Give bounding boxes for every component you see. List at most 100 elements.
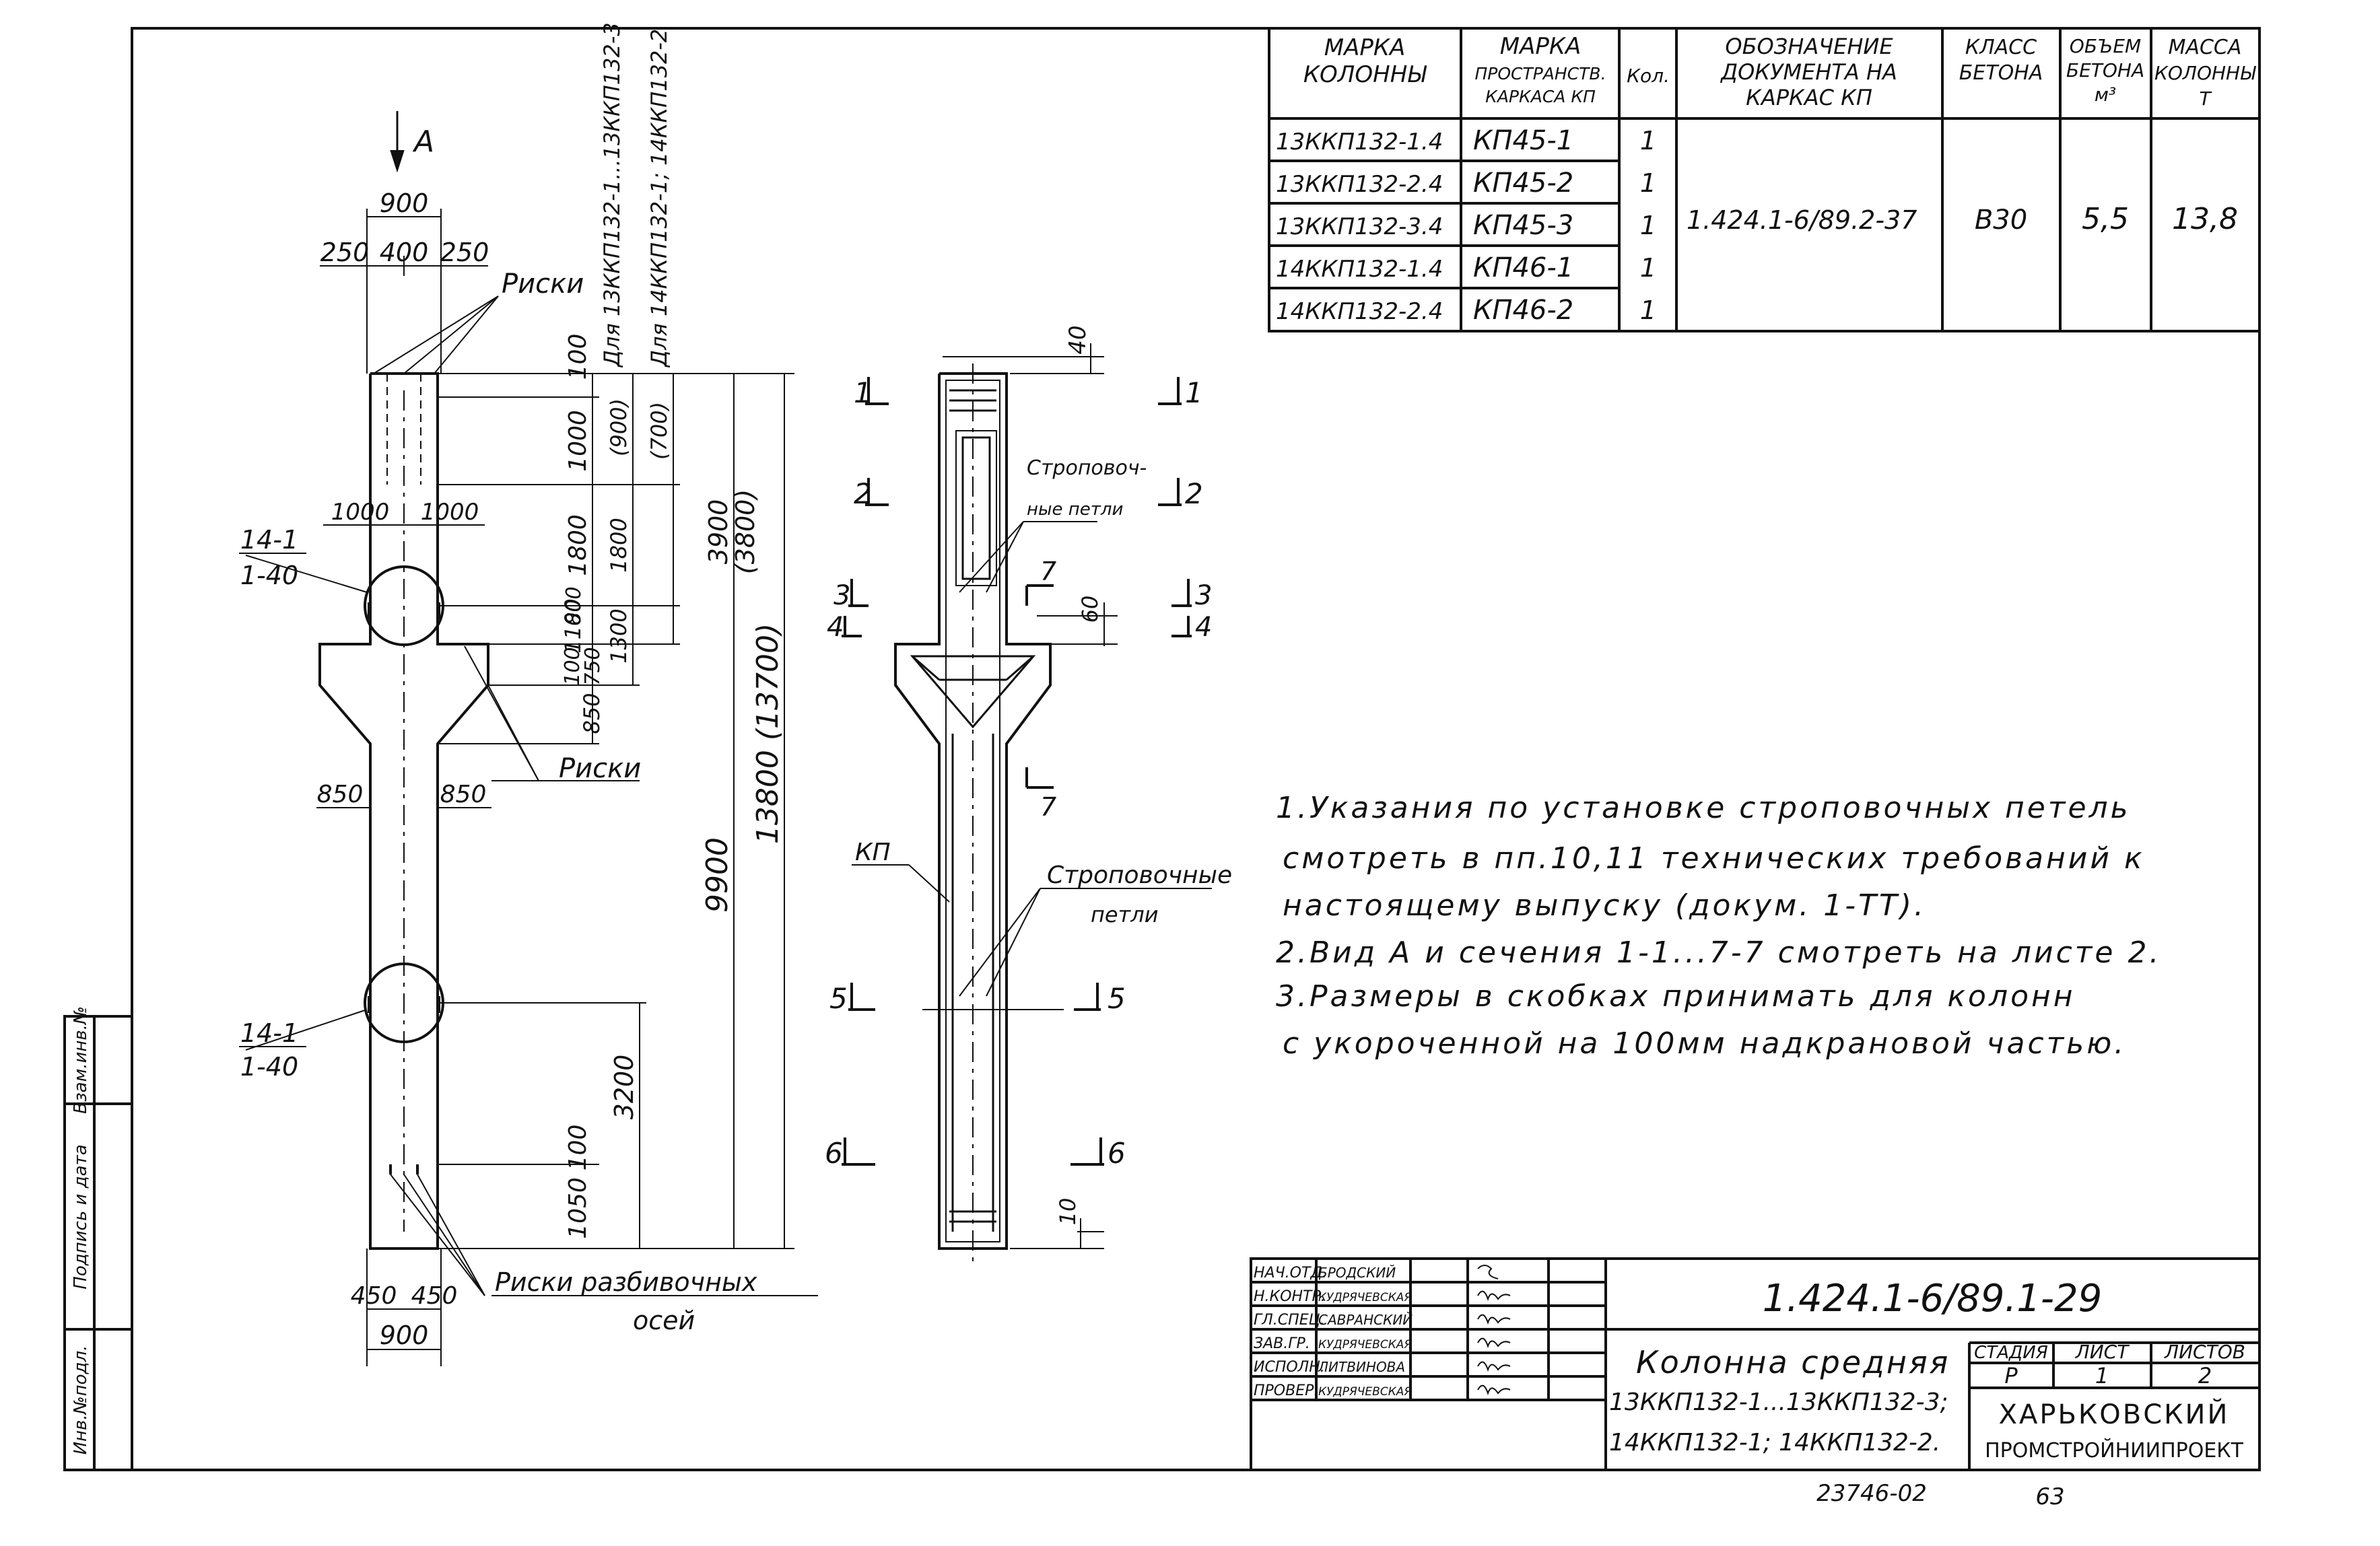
section-5-left: 5	[829, 982, 848, 1015]
section-7-top: 7	[1040, 557, 1056, 586]
table-text: МАРКА КОЛОННЫ МАРКА ПРОСТРАНСТВ. КАРКАСА…	[1276, 33, 2256, 326]
row-qty: 1	[1640, 126, 1656, 155]
dim-250-left: 250	[320, 238, 370, 267]
row-mark: 14ККП132-2.4	[1276, 298, 1443, 325]
section-6-left: 6	[825, 1137, 843, 1170]
dim-250-right: 250	[440, 238, 489, 267]
th-mass-3: Т	[2199, 87, 2212, 110]
dim-3900: 3900	[704, 499, 733, 565]
dim-40: 40	[1064, 325, 1091, 354]
row-frame: КП46-1	[1473, 252, 1573, 283]
side-inv: Инв.№подл.	[71, 1345, 91, 1455]
cage-text: 40 60 10 Строповоч- ные петли Строповочн…	[825, 325, 1232, 1225]
th-vol-1: ОБЪЕМ	[2070, 35, 2141, 57]
dim-400: 400	[380, 238, 429, 267]
row-mark: 13ККП132-2.4	[1276, 171, 1443, 198]
section-6-right: 6	[1108, 1137, 1126, 1170]
node-label-top-2: 1-40	[240, 561, 298, 590]
note-line: 3.Размеры в скобках принимать для колонн	[1276, 979, 2076, 1014]
row-mark: 13ККП132-3.4	[1276, 213, 1443, 240]
dim-1800-b: 1800	[606, 518, 632, 572]
risk-label-mid: Риски	[559, 753, 641, 784]
dim-1000-left: 1000	[331, 499, 390, 526]
dim-850-left: 850	[317, 781, 364, 808]
tb-role: Н.КОНТР.	[1254, 1288, 1326, 1305]
dim-3200: 3200	[609, 1055, 639, 1120]
org-line-2: ПРОМСТРОЙНИИПРОЕКТ	[1985, 1438, 2244, 1463]
cage-view	[842, 343, 1212, 1265]
dim-850-v: 850	[579, 693, 605, 734]
dim-750: 750	[581, 647, 605, 685]
tb-role: ГЛ.СПЕЦ.	[1254, 1312, 1325, 1329]
dim-900-top: 900	[380, 188, 429, 218]
th-mark-1: МАРКА	[1324, 34, 1406, 61]
cage-outline	[894, 372, 1052, 1250]
concrete-class-value: В30	[1975, 205, 2027, 236]
th-class-2: БЕТОНА	[1959, 61, 2043, 85]
side-stamp-frame	[63, 1015, 133, 1471]
row-qty: 1	[1640, 211, 1656, 240]
th-doc-2: ДОКУМЕНТА НА	[1720, 59, 1897, 85]
dim-13800: 13800 (13700)	[751, 623, 785, 844]
dim-100-mid: 100	[561, 647, 584, 685]
risk-label-top: Риски	[502, 269, 584, 300]
dim-800-v: 800	[562, 586, 586, 625]
dim-9900: 9900	[700, 837, 735, 913]
signatures	[1477, 1265, 1511, 1396]
stage-value: Р	[2004, 1363, 2018, 1389]
dim-1050: 1050	[564, 1177, 592, 1239]
dim-850-right: 850	[440, 781, 487, 808]
row-frame: КП45-1	[1473, 125, 1573, 156]
section-4-right: 4	[1195, 612, 1212, 643]
view-a-label: А	[412, 125, 434, 159]
section-3-left: 3	[834, 580, 850, 611]
section-markers	[842, 377, 1192, 1166]
dim-900p: (900)	[606, 398, 632, 456]
row-frame: КП46-2	[1473, 295, 1573, 326]
side-vzam: Взам.инв.№	[71, 1006, 91, 1114]
sheet-value: 1	[2095, 1363, 2109, 1389]
title-1: Колонна средняя	[1636, 1344, 1950, 1380]
tb-role: НАЧ.ОТД.	[1254, 1265, 1327, 1281]
sling-loops-3: Строповочные	[1047, 862, 1232, 889]
section-1-right: 1	[1185, 376, 1203, 409]
sling-loops-2: ные петли	[1027, 499, 1123, 520]
row-qty: 1	[1640, 168, 1656, 198]
page-number: 63	[2035, 1483, 2064, 1510]
dim-450-right: 450	[411, 1282, 458, 1310]
section-7-bottom: 7	[1040, 792, 1056, 822]
risk-axes-label-2: осей	[633, 1306, 695, 1335]
dim-1000-right: 1000	[421, 499, 479, 526]
dim-100-top: 100	[564, 334, 592, 380]
section-4-left: 4	[827, 612, 844, 643]
th-mass-2: КОЛОННЫ	[2154, 62, 2256, 84]
tb-name: КУДРЯЧЕВСКАЯ	[1318, 1291, 1412, 1304]
tb-role: ЗАВ.ГР.	[1254, 1335, 1310, 1352]
dim-700p: (700)	[646, 402, 672, 460]
side-sign: Подпись и дата	[71, 1144, 91, 1289]
th-space-2: ПРОСТРАНСТВ.	[1474, 64, 1606, 83]
tb-role: ПРОВЕР.	[1254, 1382, 1318, 1399]
sling-loops-4: петли	[1091, 902, 1159, 927]
tb-name: КУДРЯЧЕВСКАЯ	[1318, 1385, 1412, 1399]
title-block-grid	[1250, 1257, 2261, 1471]
dim-60: 60	[1077, 596, 1103, 623]
row-mark: 14ККП132-1.4	[1276, 256, 1443, 283]
node-label-bottom-1: 14-1	[240, 1018, 298, 1048]
section-5-right: 5	[1108, 982, 1126, 1015]
mass-value: 13,8	[2172, 202, 2238, 236]
section-2-left: 2	[854, 477, 872, 510]
org-line-1: ХАРЬКОВСКИЙ	[1999, 1398, 2230, 1430]
node-label-top-1: 14-1	[240, 525, 298, 555]
dim-450-left: 450	[351, 1282, 397, 1310]
node-label-bottom-2: 1-40	[240, 1052, 298, 1082]
doc-code: 1.424.1-6/89.1-29	[1763, 1277, 2103, 1321]
title-block-text: НАЧ.ОТД. Н.КОНТР. ГЛ.СПЕЦ. ЗАВ.ГР. ИСПОЛ…	[1254, 1265, 2245, 1463]
tb-name: САВРАНСКИЙ	[1318, 1312, 1413, 1328]
volume-value: 5,5	[2082, 202, 2129, 236]
sling-loops-1: Строповоч-	[1027, 456, 1147, 480]
tb-name: КУДРЯЧЕВСКАЯ	[1318, 1338, 1412, 1351]
dim-1100: 1100	[560, 598, 586, 653]
stage-header: СТАДИЯ	[1974, 1343, 2048, 1363]
